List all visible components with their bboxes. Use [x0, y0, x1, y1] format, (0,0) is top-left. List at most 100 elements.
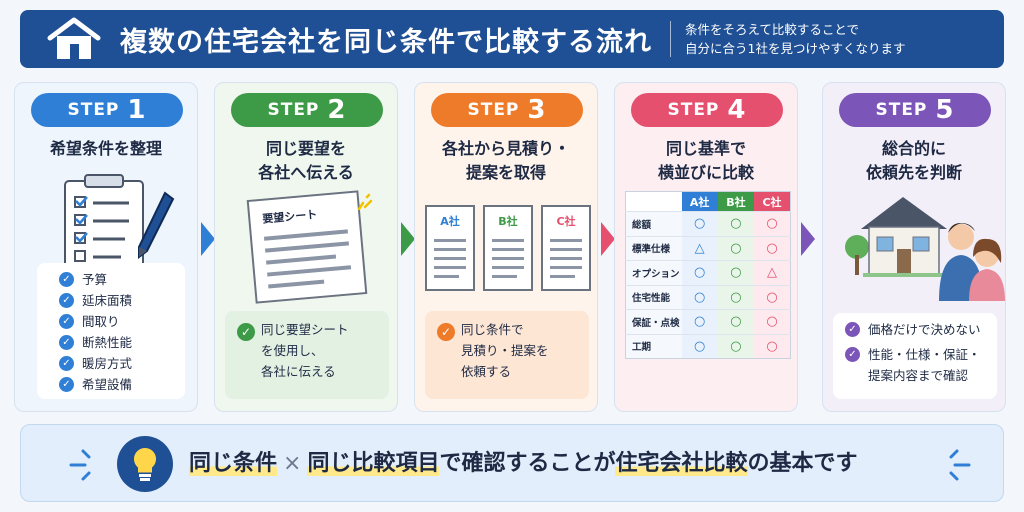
rating-cell: ○	[681, 211, 718, 236]
sparkle-icon	[355, 193, 375, 217]
step-1-list: ✓ 予算 ✓ 延床面積 ✓間取り ✓ 断熱性能 ✓ 暖房方式 ✓ 希望設備	[37, 263, 185, 399]
table-row: 住宅性能 ○ ○ ○	[625, 284, 791, 310]
people-icon	[935, 211, 1005, 305]
step-5-list: ✓ 価格だけで決めない ✓ 性能・仕様・保証・ 提案内容まで確認	[833, 313, 997, 399]
list-item-label: 予算	[82, 272, 108, 287]
check-icon: ✓	[845, 347, 860, 362]
note-line: 同じ要望シート	[261, 322, 349, 337]
rating-cell: ○	[717, 333, 754, 359]
check-icon: ✓	[59, 377, 74, 392]
rating-cell: ○	[681, 309, 718, 334]
step-title-line: 希望条件を整理	[49, 139, 162, 158]
header-divider	[670, 21, 671, 57]
step-5-card: STEP 5 総合的に 依頼先を判断 ✓ 価格だけで決めない ✓ 性能・仕様・保証・	[822, 82, 1006, 412]
doc-label-c: C社	[556, 215, 576, 228]
rating-cell: △	[681, 235, 718, 261]
document-icon: B社	[483, 205, 533, 291]
row-label: オプション	[625, 260, 682, 285]
page-title: 複数の住宅会社を同じ条件で比較する流れ	[120, 26, 652, 58]
document-icon: A社	[425, 205, 475, 291]
step-title-line: 依頼先を判断	[865, 163, 962, 182]
sparkle-icon	[61, 445, 95, 489]
row-label: 総額	[625, 211, 682, 236]
flow-arrow	[201, 222, 215, 256]
step-5-title: 総合的に 依頼先を判断	[823, 137, 1005, 185]
list-item-label: 暖房方式	[82, 356, 133, 371]
step-label: STEP	[875, 100, 928, 120]
list-item-label: 希望設備	[82, 377, 133, 392]
rating-cell: ○	[717, 309, 754, 334]
list-item-label: 性能・仕様・保証・	[868, 347, 981, 362]
step-5-badge: STEP 5	[839, 93, 991, 127]
table-corner	[625, 191, 682, 212]
document-icon: C社	[541, 205, 591, 291]
check-icon: ✓	[59, 293, 74, 308]
column-header-a: A社	[681, 191, 718, 212]
list-item: ✓ 性能・仕様・保証・	[845, 344, 997, 365]
rating-cell: ○	[753, 284, 791, 310]
times-symbol: ×	[283, 451, 302, 476]
note-line: 同じ条件で	[461, 322, 524, 337]
flow-arrow	[801, 222, 815, 256]
table-header-row: A社 B社 C社	[625, 191, 791, 212]
column-header-c: C社	[753, 191, 791, 212]
step-title-line: 同じ基準で	[665, 139, 746, 158]
rating-cell: ○	[753, 309, 791, 334]
step-number: 5	[935, 95, 955, 125]
summary-text: の基本です	[747, 451, 858, 476]
step-number: 3	[527, 95, 547, 125]
house-icon	[843, 189, 953, 283]
document-icon: 要望シート	[246, 190, 368, 304]
list-item: ✓間取り	[59, 311, 185, 332]
flow-arrow	[601, 222, 615, 256]
checklist-icon	[61, 173, 171, 337]
row-label: 標準仕様	[625, 235, 682, 261]
sparkle-icon	[945, 445, 979, 489]
rating-cell: ○	[681, 333, 718, 359]
table-row: 総額 ○ ○ ○	[625, 211, 791, 236]
check-icon: ✓	[59, 272, 74, 287]
row-label: 工期	[625, 333, 682, 359]
list-item-label: 価格だけで決めない	[868, 322, 981, 337]
step-label: STEP	[267, 100, 320, 120]
column-header-b: B社	[717, 191, 754, 212]
sheet-label: 要望シート	[261, 208, 318, 226]
note-line: 見積り・提案を	[461, 343, 549, 358]
rating-cell: △	[753, 260, 791, 285]
table-row: 保証・点検 ○ ○ ○	[625, 309, 791, 334]
step-3-note: ✓ 同じ条件で 見積り・提案を 依頼する	[425, 311, 589, 399]
flow-arrow	[401, 222, 415, 256]
list-item-label: 延床面積	[82, 293, 133, 308]
note-line: を使用し、	[261, 343, 324, 358]
list-item-label: 断熱性能	[82, 335, 133, 350]
header-banner: 複数の住宅会社を同じ条件で比較する流れ 条件をそろえて比較することで 自分に合う…	[20, 10, 1004, 68]
comparison-table: A社 B社 C社 総額 ○ ○ ○ 標準仕様 △ ○ ○ オプション ○ ○	[625, 191, 791, 359]
rating-cell: ○	[717, 211, 754, 236]
rating-cell: ○	[717, 284, 754, 310]
rating-cell: ○	[753, 211, 791, 236]
step-label: STEP	[67, 100, 120, 120]
step-title-line: 各社から見積り・	[441, 139, 570, 158]
lightbulb-icon	[117, 436, 173, 492]
step-2-note: ✓ 同じ要望シート を使用し、 各社に伝える	[225, 311, 389, 399]
highlight-text: 住宅会社比較	[615, 451, 748, 476]
summary-text: で確認することが	[439, 451, 616, 476]
check-icon: ✓	[437, 323, 455, 341]
check-icon: ✓	[237, 323, 255, 341]
list-item-continued: 提案内容まで確認	[868, 368, 969, 383]
check-icon: ✓	[59, 356, 74, 371]
step-title-line: 同じ要望を	[265, 139, 346, 158]
pen-icon	[133, 189, 177, 267]
rating-cell: ○	[681, 284, 718, 310]
subtitle-line: 条件をそろえて比較することで	[685, 22, 860, 37]
list-item: ✓ 予算	[59, 269, 185, 290]
list-item: ✓ 希望設備	[59, 374, 185, 395]
doc-label-a: A社	[440, 215, 460, 228]
rating-cell: ○	[753, 333, 791, 359]
